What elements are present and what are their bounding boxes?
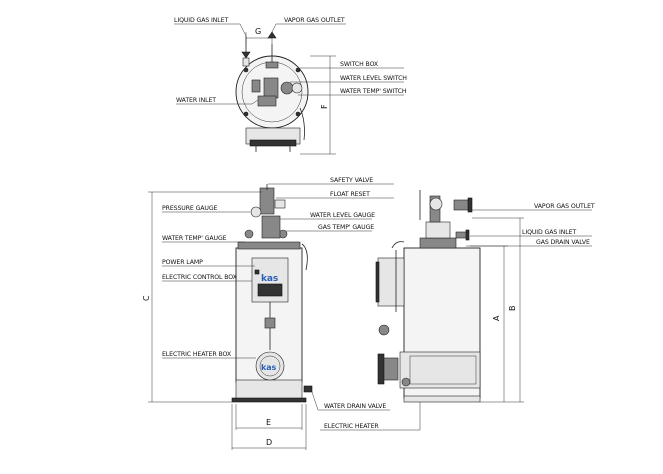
label-gas-drain-valve: GAS DRAIN VALVE	[536, 239, 590, 246]
label-top-vapor-gas-outlet: VAPOR GAS OUTLET	[284, 17, 345, 24]
label-float-reset: FLOAT RESET	[330, 191, 370, 198]
side-view: A B VAPOR GAS OUTLET LIQUID GAS INLET GA…	[375, 190, 595, 403]
label-electric-heater-box: ELECTRIC HEATER BOX	[162, 351, 232, 358]
top-dim-g: G	[255, 27, 261, 36]
top-dim-f: F	[320, 104, 329, 109]
label-water-drain-valve: WATER DRAIN VALVE	[324, 403, 386, 410]
control-box-logo: kas	[261, 274, 278, 284]
label-safety-valve: SAFETY VALVE	[330, 177, 373, 184]
front-dim-d: D	[266, 438, 272, 447]
label-water-temp-gauge: WATER TEMP' GAUGE	[162, 235, 227, 242]
label-side-vapor-gas-outlet: VAPOR GAS OUTLET	[534, 203, 595, 210]
side-dim-a: A	[492, 315, 501, 321]
label-water-level-switch: WATER LEVEL SWITCH	[340, 75, 407, 82]
top-view: G F LIQUID GAS INLET VAPOR GAS OUTLET SW…	[174, 17, 407, 155]
label-water-temp-switch: WATER TEMP' SWITCH	[340, 88, 407, 95]
label-pressure-gauge: PRESSURE GAUGE	[162, 205, 218, 212]
label-gas-temp-gauge: GAS TEMP' GAUGE	[318, 224, 374, 231]
label-power-lamp: POWER LAMP	[162, 259, 203, 266]
label-switch-box: SWITCH BOX	[340, 61, 379, 68]
front-view: kas kas C E D	[142, 177, 421, 450]
label-water-inlet: WATER INLET	[176, 97, 216, 104]
front-dim-c: C	[142, 295, 151, 301]
label-water-level-gauge: WATER LEVEL GAUGE	[310, 212, 375, 219]
label-top-liquid-gas-inlet: LIQUID GAS INLET	[174, 17, 228, 24]
side-dim-b: B	[508, 306, 517, 311]
front-dim-e: E	[266, 418, 271, 427]
heater-box-logo: kas	[261, 363, 277, 372]
label-electric-control-box: ELECTRIC CONTROL BOX	[162, 274, 238, 281]
label-side-liquid-gas-inlet: LIQUID GAS INLET	[522, 229, 576, 236]
label-electric-heater: ELECTRIC HEATER	[324, 423, 379, 430]
